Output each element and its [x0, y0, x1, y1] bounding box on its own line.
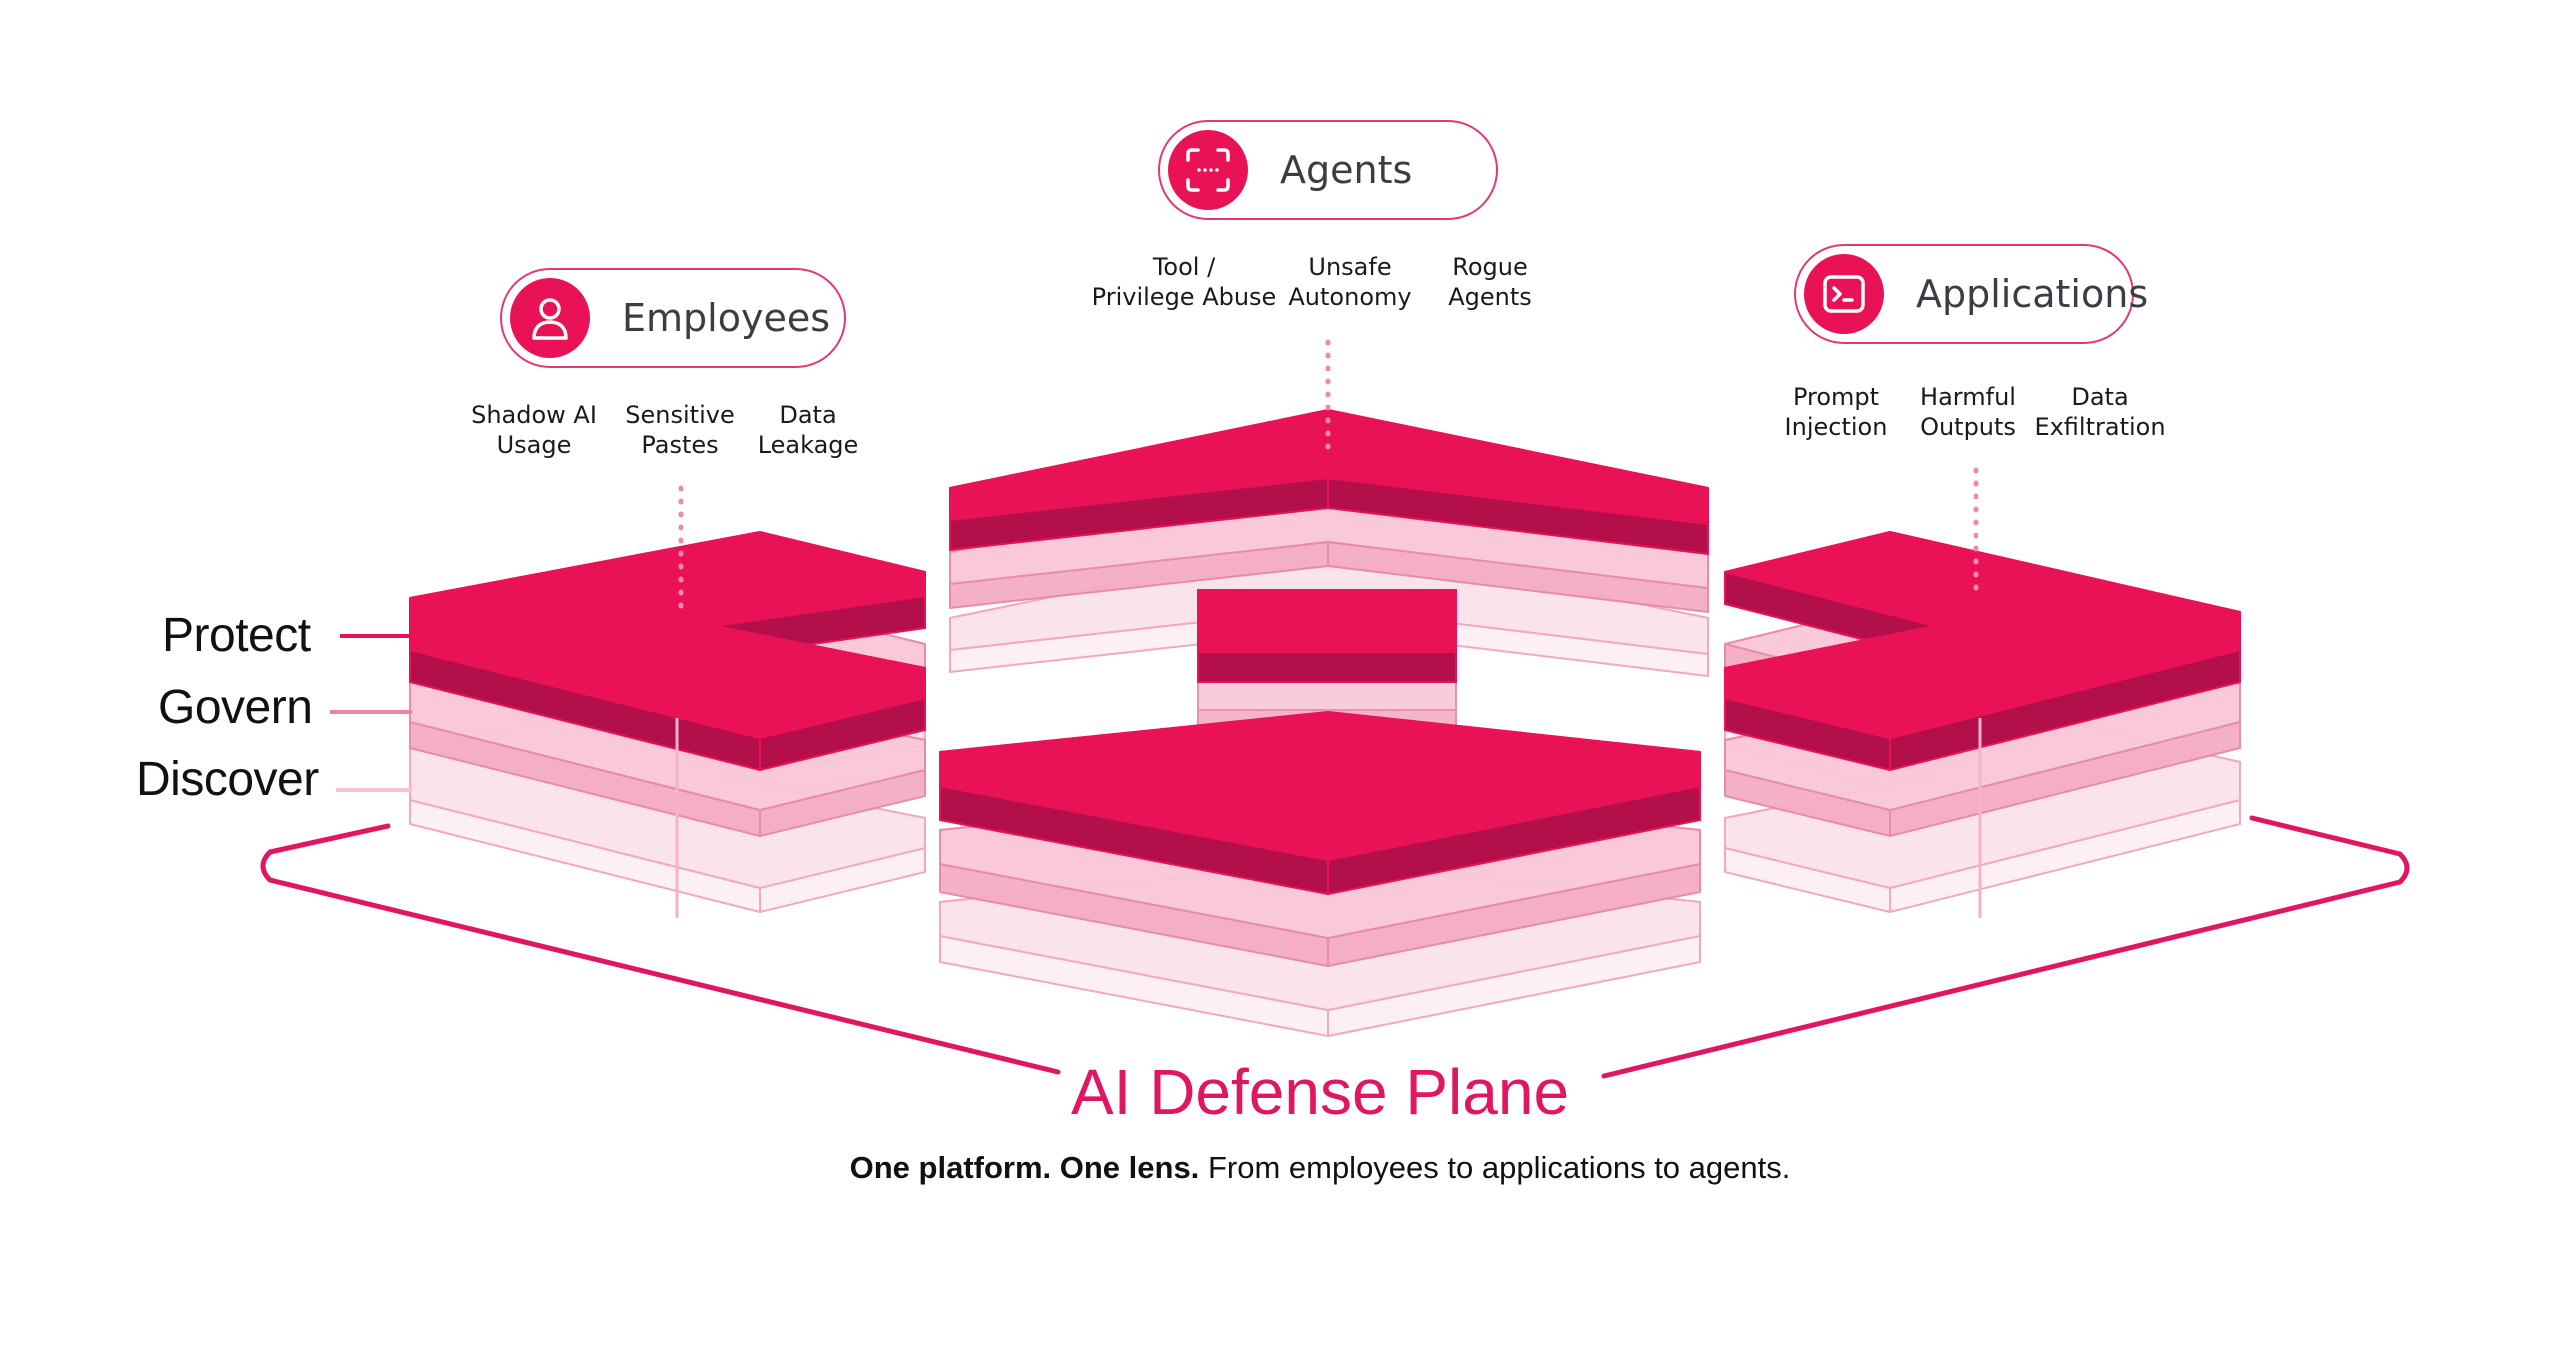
terminal-icon [1804, 254, 1884, 334]
core-protect-layer-top [939, 711, 1701, 861]
employees-protect-layer-top [409, 531, 926, 739]
applications-pill: Applications [1794, 244, 2148, 344]
tagline-rest: From employees to applications to agents… [1207, 1150, 1791, 1185]
layer-label-discover: Discover [136, 753, 319, 806]
center-protect-layer-side [1197, 651, 1457, 683]
applications-title: Applications [1916, 272, 2149, 316]
employees-title: Employees [622, 296, 830, 340]
agents-pill: Agents [1158, 120, 1498, 220]
plane-bracket-left [260, 823, 1061, 1075]
applications-protect-layer-top [1724, 531, 2241, 739]
employees-protect-layer [409, 531, 926, 771]
center-protect-layer-top [1197, 589, 1457, 653]
layer-label-govern: Govern [158, 681, 313, 734]
core-protect-layer [939, 711, 1701, 895]
center-protect-layer [1197, 589, 1457, 683]
employees-pill: Employees [500, 268, 846, 368]
tagline-bold: One platform. One lens. [849, 1150, 1200, 1185]
plane-tagline: One platform. One lens. From employees t… [0, 1150, 2560, 1186]
applications-protect-layer [1724, 531, 2241, 771]
plane-bracket-right [1601, 815, 2410, 1079]
user-icon [510, 278, 590, 358]
agents-protect-layer [949, 409, 1709, 555]
layer-label-protect: Protect [162, 609, 311, 662]
plane-title: AI Defense Plane [1070, 1056, 1570, 1128]
scan-frame-icon [1168, 130, 1248, 210]
threat-tool-privilege-abuse: Tool /Privilege Abuse [1091, 253, 1277, 311]
agents-title: Agents [1280, 148, 1413, 192]
